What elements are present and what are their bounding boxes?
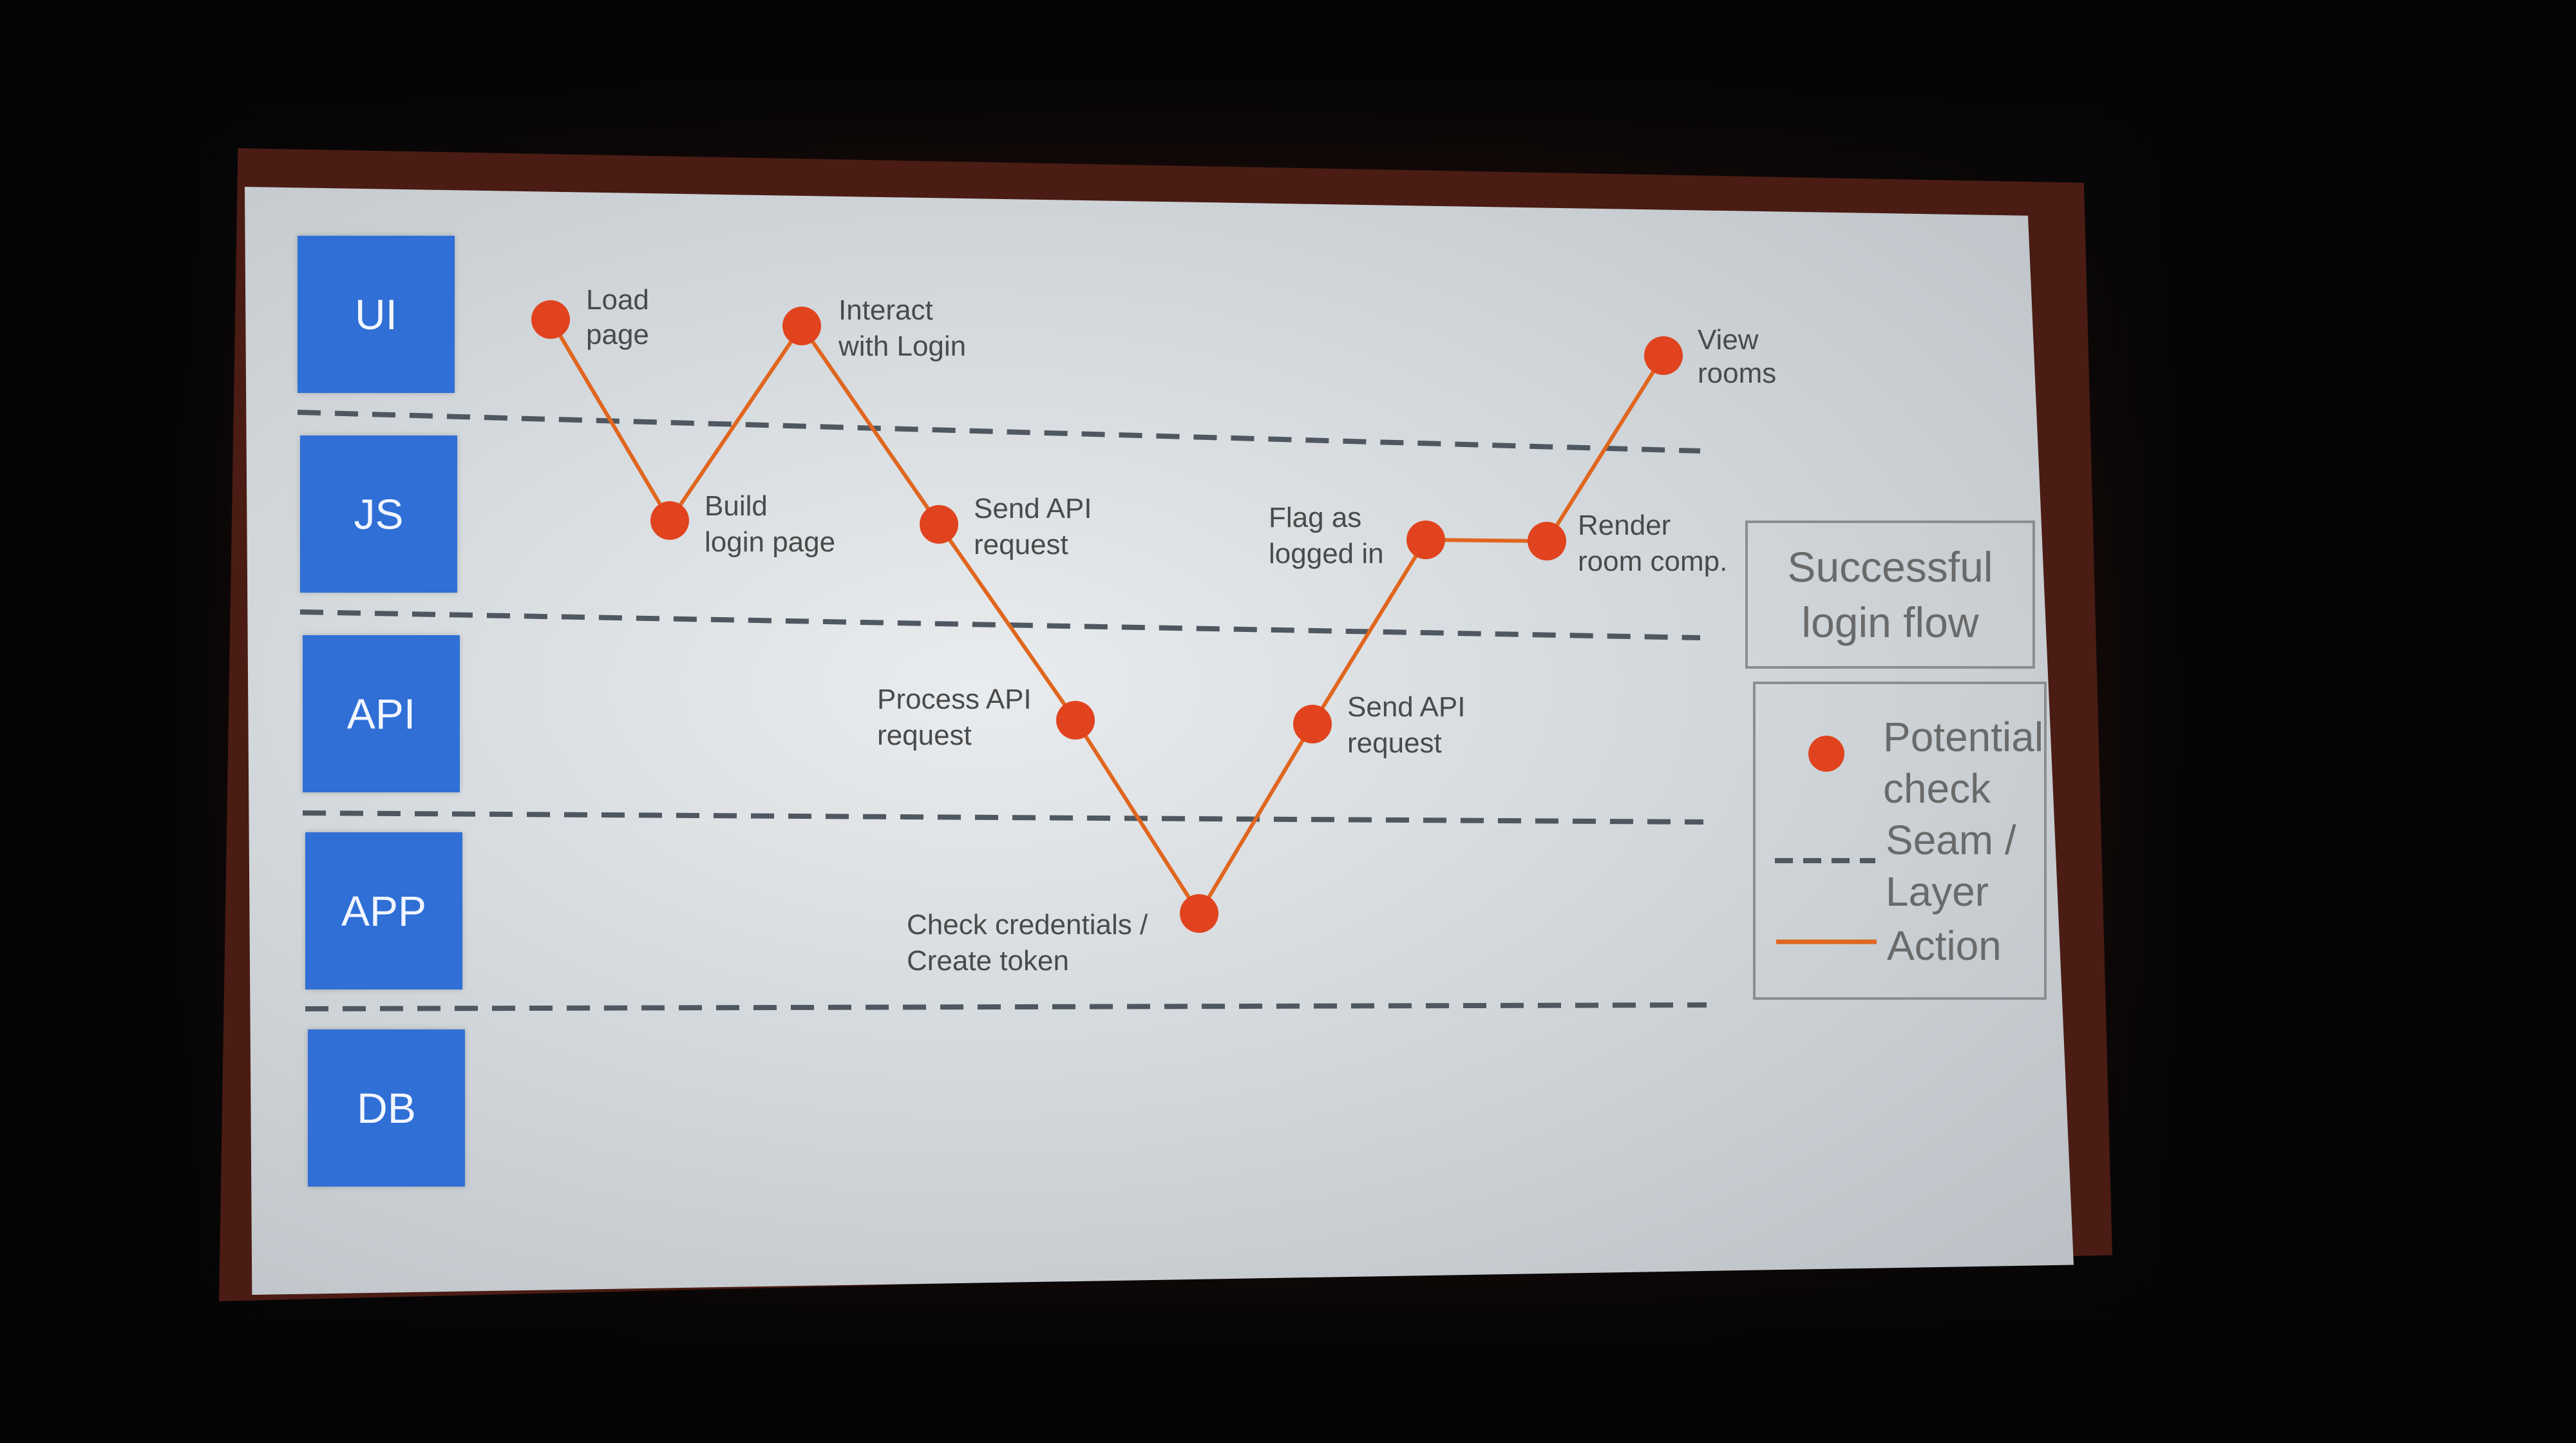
layer-db: DB (308, 1029, 465, 1187)
node-view-rooms (1644, 336, 1683, 375)
legend-potential-check: Potential check (1883, 714, 2044, 812)
layer-ui-label: UI (355, 291, 397, 338)
legend-seam-layer: Seam / Layer (1886, 817, 2016, 915)
layer-api-label: API (346, 690, 416, 738)
layer-ui: UI (298, 236, 455, 393)
action-path (549, 318, 1665, 917)
legend (1753, 682, 2047, 1000)
layer-js: JS (300, 435, 457, 593)
layer-db-label: DB (357, 1084, 416, 1132)
title-line-2: login flow (1801, 598, 1979, 646)
title-line-1: Successful (1787, 543, 1993, 591)
node-build-login-page (650, 501, 689, 540)
node-flag-as-logged-in (1406, 521, 1445, 559)
projected-slide (245, 187, 2074, 1295)
title-box: Successful login flow (1745, 521, 2035, 669)
seam-ui-js (297, 410, 1701, 454)
seam-api-app (302, 810, 1704, 825)
layer-app-label: APP (341, 887, 427, 935)
label-check-credentials: Check credentials /Create token (907, 909, 1148, 977)
node-check-credentials (1180, 894, 1218, 933)
node-send-api-request-api (1293, 705, 1332, 743)
seam-app-db (305, 1002, 1707, 1011)
node-render-room-comp (1528, 522, 1566, 560)
node-load-page (531, 300, 570, 339)
layer-api: API (303, 635, 460, 792)
legend-action: Action (1887, 922, 2002, 969)
layer-js-label: JS (354, 490, 404, 538)
node-process-api-request (1056, 701, 1095, 740)
node-send-api-request-js (920, 505, 958, 544)
node-interact-with-login (782, 307, 821, 345)
seam-js-api (299, 609, 1701, 640)
layer-app: APP (305, 832, 462, 989)
